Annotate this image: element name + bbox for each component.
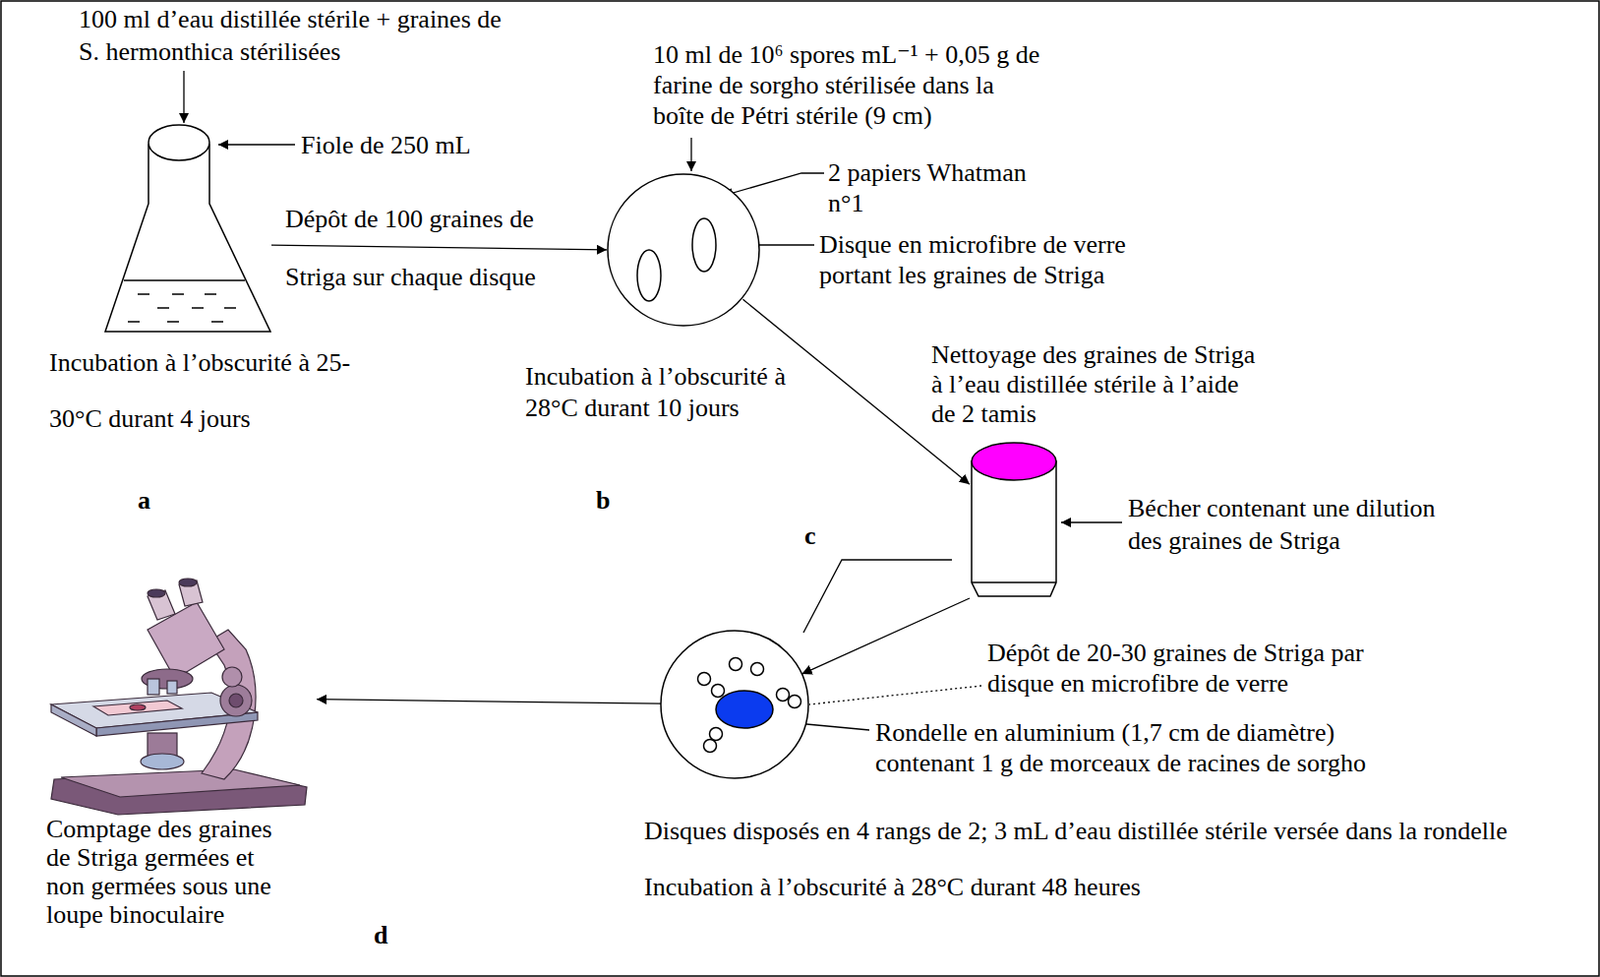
part-label: Fiole de 250 mL: [300, 128, 518, 162]
step-caption: Incubation à l’obscurité à 25-30°C duran…: [49, 334, 374, 447]
leader-arrows: [809, 685, 982, 705]
flask-drawing: [105, 144, 271, 332]
leader-arrows: [690, 137, 692, 172]
flow-arrow: [316, 699, 661, 704]
leader-arrows: [182, 70, 184, 123]
edge-label: Dépôt de 100 graines de Striga sur chaqu…: [285, 189, 581, 306]
petri-dish-drawing: [660, 630, 809, 778]
petri-dish-drawing: [698, 672, 712, 686]
part-label: Rondelle en aluminium (1,7 cm de diamètr…: [875, 716, 1426, 778]
petri-dish-drawing: [751, 662, 765, 676]
microscope-drawing: [178, 578, 197, 587]
flask-drawing: [105, 124, 271, 332]
microscope-drawing: [60, 769, 300, 797]
microscope-drawing: [129, 704, 146, 711]
microscope-drawing: [147, 678, 160, 695]
beaker-drawing: [971, 581, 1057, 584]
beaker-caption: Bécher contenant une dilution des graine…: [1127, 491, 1468, 557]
petri-dish: Disques disposés en 4 rangs de 2; 3 mL d…: [660, 630, 809, 778]
input-note: 10 ml de 10⁶ spores mL⁻¹ + 0,05 g de far…: [652, 39, 1047, 131]
flow-arrow: [801, 597, 970, 674]
petri-dish-drawing: [788, 695, 802, 709]
edge-label: Nettoyage des graines de Striga à l’eau …: [931, 340, 1262, 429]
microscope-drawing: [222, 666, 242, 687]
microscope-drawing: [140, 753, 184, 770]
part-label: Disque en microfibre de verre portant le…: [819, 229, 1174, 291]
petri-dish-drawing: [776, 688, 790, 702]
petri-dish-drawing: [637, 249, 661, 301]
step-letter: a: [137, 485, 178, 516]
step-caption: Incubation à l’obscurité à 28°C durant 4…: [644, 871, 1594, 903]
microscope-drawing: [167, 680, 178, 694]
step-caption: Comptage des graines de Striga germées e…: [46, 814, 283, 929]
leader-arrows: [1061, 521, 1123, 523]
input-note: 100 ml d’eau distillée stérile + graines…: [78, 2, 502, 68]
leader-arrows: [218, 143, 296, 145]
microscope-drawing: [51, 578, 307, 815]
step-caption: Incubation à l’obscurité à 28°C durant 1…: [525, 360, 787, 424]
microscope-drawing: [220, 684, 252, 716]
beaker-drawing: [971, 442, 1057, 480]
microscope-drawing: [147, 589, 166, 597]
microscope-drawing: [229, 693, 243, 708]
step-caption: Disques disposés en 4 rangs de 2; 3 mL d…: [644, 815, 1594, 847]
flask-drawing: [127, 294, 237, 322]
step-letter: d: [373, 920, 414, 950]
petri-dish-drawing: [729, 657, 743, 671]
petri-dish-drawing: [704, 739, 717, 753]
petri-dish-drawing: [715, 690, 773, 728]
microscope-drawing: [147, 590, 176, 620]
flow-arrow: [271, 244, 607, 250]
step-letter: b: [595, 485, 636, 516]
petri-dish-drawing: [710, 727, 723, 741]
flask-drawing: [148, 124, 210, 161]
microscope-drawing: [51, 704, 97, 736]
flask-drawing: [123, 279, 245, 282]
microscope-figure: Comptage des graines de Striga germées e…: [44, 578, 317, 817]
leader-arrows: [722, 173, 825, 196]
microscope-drawing: [93, 700, 182, 715]
flask-figure: Incubation à l’obscurité à 25-30°C duran…: [102, 122, 272, 337]
beaker-drawing: [971, 461, 1057, 596]
petri-dish-drawing: [607, 174, 760, 326]
petri-dish-drawing: [711, 684, 725, 698]
petri-dish-drawing: [692, 218, 716, 272]
leader-arrows: [803, 559, 952, 633]
part-label: 2 papiers Whatman n°1: [828, 157, 1040, 219]
petri-dish: Incubation à l’obscurité à 28°C durant 1…: [606, 174, 761, 328]
step-letter: c: [804, 521, 844, 551]
petri-dish-drawing: [660, 630, 809, 778]
part-label: Dépôt de 20-30 graines de Striga par dis…: [987, 637, 1421, 699]
petri-dish-drawing: [607, 174, 760, 326]
beaker-figure: Bécher contenant une dilution des graine…: [969, 442, 1059, 598]
beaker-drawing: [971, 442, 1057, 596]
